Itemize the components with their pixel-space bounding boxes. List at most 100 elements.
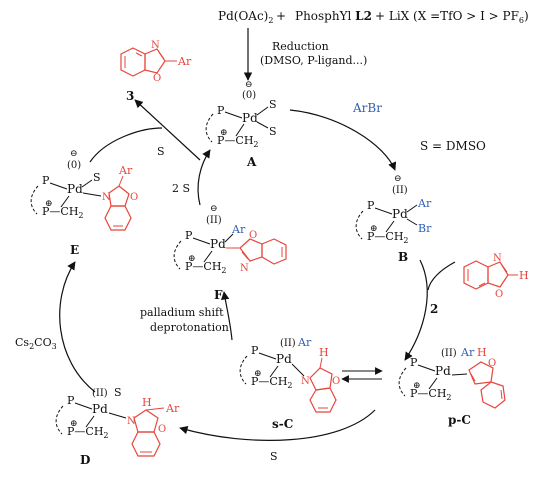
- svg-text:P: P: [367, 199, 375, 212]
- svg-text:⊕: ⊕: [413, 381, 421, 391]
- svg-text:O: O: [130, 192, 138, 203]
- label-A: A: [246, 155, 257, 169]
- svg-text:P—CH2: P—CH2: [367, 230, 409, 245]
- svg-text:⊕: ⊕: [254, 369, 262, 379]
- compound-s-C: (II) P Pd Ar ⊕ P—CH2 N H O s-C: [239, 336, 340, 431]
- label-F: F: [214, 288, 223, 302]
- reduction-conditions: (DMSO, P-ligand...): [260, 54, 367, 67]
- svg-text:P—CH2: P—CH2: [251, 375, 293, 390]
- svg-text:S: S: [114, 386, 122, 399]
- svg-text:Pd: Pd: [276, 352, 292, 366]
- svg-text:⊕: ⊕: [370, 224, 378, 234]
- svg-text:(II): (II): [92, 388, 108, 399]
- svg-text:O: O: [153, 73, 161, 84]
- svg-text:Br: Br: [418, 222, 432, 235]
- arrow-A-to-B: [289, 109, 397, 171]
- svg-text:S: S: [269, 125, 277, 138]
- arrow-D-to-E: [59, 261, 96, 393]
- svg-text:P: P: [185, 229, 193, 242]
- compound-D: (II) S P Pd ⊕ P—CH2 N H Ar O D: [55, 386, 180, 467]
- compound-B: ⊖ (II) P Pd Ar Br ⊕ P—CH2 B: [355, 174, 432, 264]
- svg-text:Pd: Pd: [435, 364, 451, 378]
- svg-text:(II): (II): [280, 338, 296, 349]
- plus-sign: +: [276, 9, 286, 23]
- svg-text:N: N: [102, 192, 111, 203]
- pd-acetate-label: Pd(OAc)2: [218, 9, 273, 25]
- phosphyl-label: PhosphYl L2: [295, 9, 372, 23]
- top-reaction: Pd(OAc)2 + PhosphYl L2 + LiX (X =TfO > I…: [218, 9, 529, 25]
- svg-text:Pd: Pd: [242, 111, 258, 125]
- arrow-release-3: [134, 99, 201, 161]
- svg-text:P—CH2: P—CH2: [410, 387, 452, 402]
- svg-text:(II): (II): [441, 348, 457, 359]
- arrow-C-to-D: [179, 409, 376, 441]
- svg-text:Ar: Ar: [297, 336, 312, 349]
- svg-text:Ar: Ar: [417, 197, 432, 210]
- svg-text:(II): (II): [392, 185, 408, 196]
- svg-text:P: P: [251, 344, 259, 357]
- svg-text:H: H: [142, 396, 152, 409]
- svg-text:H: H: [519, 269, 529, 282]
- svg-text:Ar: Ar: [118, 164, 133, 177]
- svg-text:S: S: [269, 98, 277, 111]
- svg-text:⊕: ⊕: [70, 419, 78, 429]
- arrow-s-label-bottom: S: [270, 450, 278, 463]
- svg-text:H: H: [319, 346, 329, 359]
- svg-text:O: O: [332, 376, 340, 387]
- svg-text:O: O: [495, 289, 503, 300]
- svg-text:Ar: Ar: [165, 402, 180, 415]
- svg-text:P—CH2: P—CH2: [217, 134, 259, 149]
- minus-sign: ⊖: [245, 80, 253, 90]
- label-s-C: s-C: [272, 417, 293, 431]
- arrow-2-join: [427, 261, 456, 291]
- svg-text:⊖: ⊖: [70, 149, 78, 159]
- arrow-B-to-C: [404, 259, 428, 361]
- compound-F: ⊖ (II) P Pd Ar ⊕ P—CH2 O N F: [173, 204, 287, 302]
- svg-text:O: O: [158, 424, 166, 435]
- svg-text:H: H: [477, 346, 487, 359]
- s-definition: S = DMSO: [420, 139, 486, 153]
- svg-text:N: N: [151, 40, 160, 51]
- substrate-2: N O H 2: [430, 253, 529, 316]
- svg-text:P—CH2: P—CH2: [67, 425, 109, 440]
- lix-label: + LiX (X =TfO > I > PF6): [375, 9, 529, 25]
- svg-text:(II): (II): [206, 215, 222, 226]
- product-3: N O Ar 3: [120, 40, 192, 103]
- label-2: 2: [430, 302, 438, 316]
- svg-text:O: O: [249, 230, 257, 241]
- svg-text:P: P: [217, 104, 225, 117]
- svg-text:Ar: Ar: [177, 55, 192, 68]
- svg-text:N: N: [493, 253, 502, 264]
- svg-text:(0): (0): [242, 90, 256, 101]
- arrow-sC-to-F: [220, 291, 233, 341]
- deprotonation-label: deprotonation: [150, 321, 229, 334]
- arrow-F-to-A: [197, 149, 211, 206]
- svg-text:⊕: ⊕: [220, 128, 228, 138]
- svg-text:Pd: Pd: [392, 207, 408, 221]
- cs2co3-label: Cs2CO3: [15, 336, 57, 351]
- svg-text:P: P: [42, 174, 50, 187]
- svg-text:⊕: ⊕: [45, 199, 53, 209]
- label-B: B: [398, 250, 408, 264]
- arrow-2s-label: 2 S: [172, 182, 190, 195]
- svg-text:N: N: [240, 263, 249, 274]
- compound-E: ⊖ (0) P Pd S ⊕ P—CH2 N O Ar E: [30, 149, 138, 257]
- label-3: 3: [126, 89, 134, 103]
- svg-text:P—CH2: P—CH2: [185, 260, 227, 275]
- svg-text:(0): (0): [67, 160, 81, 171]
- label-E: E: [70, 243, 79, 257]
- arbr-reagent: ArBr: [352, 101, 382, 115]
- arrow-E-to-3: [89, 127, 163, 163]
- arrow-s-label-top: S: [157, 145, 165, 158]
- svg-text:⊕: ⊕: [188, 254, 196, 264]
- label-p-C: p-C: [448, 413, 471, 427]
- svg-text:Ar: Ar: [460, 346, 475, 359]
- svg-text:N: N: [301, 376, 310, 387]
- svg-text:⊖: ⊖: [210, 204, 218, 214]
- palladium-shift-label: palladium shift: [140, 306, 224, 319]
- svg-text:Pd: Pd: [92, 402, 108, 416]
- svg-text:Ar: Ar: [231, 223, 246, 236]
- reduction-label: Reduction: [272, 40, 329, 53]
